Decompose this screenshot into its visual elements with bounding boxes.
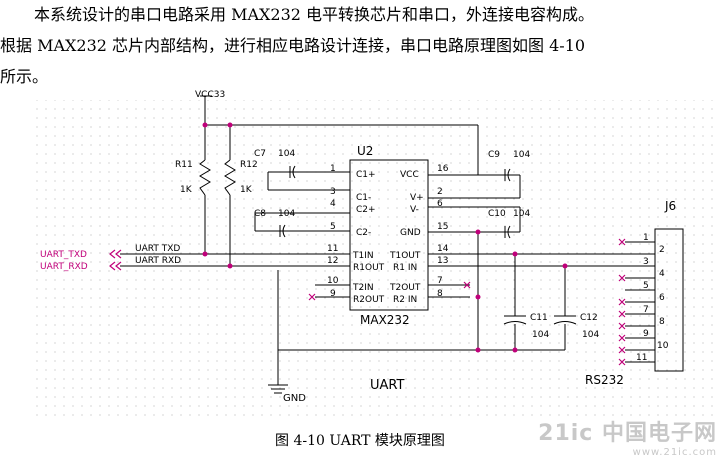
paragraph-line-3: 所示。 — [0, 67, 49, 86]
conn-pin-10: 10 — [657, 341, 669, 351]
c10-label: C10 — [488, 209, 506, 219]
r12-label: R12 — [240, 160, 258, 170]
pin-num-2: 2 — [437, 187, 443, 197]
pin-name-c1m: C1- — [356, 193, 371, 203]
r12-value: 1K — [240, 185, 253, 195]
pin-name-vplus: V+ — [410, 193, 424, 203]
paragraph-line-2: 根据 MAX232 芯片内部结构，进行相应电路设计连接，串口电路原理图如图 4-… — [0, 36, 586, 55]
conn-pin-8: 8 — [659, 317, 665, 327]
c7-label: C7 — [254, 149, 266, 159]
block-label: UART — [370, 378, 404, 393]
pin-num-16: 16 — [437, 164, 449, 174]
chip-ref: U2 — [357, 144, 373, 158]
pin-num-15: 15 — [437, 222, 448, 232]
conn-pin-2: 2 — [659, 245, 665, 255]
pin-name-t1out: T1OUT — [389, 251, 421, 261]
gnd-label: GND — [283, 393, 306, 404]
pin-name-r1out: R1OUT — [353, 263, 385, 273]
pin-num-9: 9 — [330, 289, 336, 299]
net-rx-small: UART RXD — [135, 256, 181, 266]
pin-num-11: 11 — [327, 244, 338, 254]
pin-name-r1in: R1 IN — [393, 263, 417, 273]
c8-value: 104 — [278, 209, 295, 219]
net-rx-label: UART_RXD — [40, 262, 88, 272]
c9-value: 104 — [513, 150, 530, 160]
c12-label: C12 — [580, 313, 598, 323]
pin-num-7: 7 — [437, 276, 443, 286]
pin-num-12: 12 — [327, 256, 338, 266]
pin-num-4: 4 — [330, 199, 336, 209]
c12-value: 104 — [582, 330, 599, 340]
pin-name-c2m: C2- — [356, 228, 371, 238]
c11-label: C11 — [530, 313, 548, 323]
c7-value: 104 — [278, 149, 295, 159]
c8-label: C8 — [254, 209, 266, 219]
r11-label: R11 — [175, 160, 193, 170]
pin-num-6: 6 — [437, 199, 443, 209]
pin-num-14: 14 — [437, 244, 449, 254]
pin-num-3: 3 — [330, 187, 336, 197]
r11-value: 1K — [180, 185, 193, 195]
conn-pin-11: 11 — [636, 353, 647, 363]
chip-name: MAX232 — [360, 313, 410, 327]
conn-pin-4: 4 — [659, 269, 665, 279]
pin-name-vcc: VCC — [400, 170, 419, 180]
pin-name-gnd: GND — [400, 228, 421, 238]
pin-num-1: 1 — [330, 164, 336, 174]
pin-name-vminus: V- — [410, 205, 419, 215]
conn-pin-9: 9 — [643, 329, 649, 339]
pin-name-c2p: C2+ — [356, 205, 376, 215]
connector-name: RS232 — [585, 373, 624, 387]
net-tx-label: UART_TXD — [40, 250, 87, 260]
pin-name-r2out: R2OUT — [353, 295, 385, 305]
conn-pin-6: 6 — [659, 293, 665, 303]
pin-num-13: 13 — [437, 256, 448, 266]
pin-name-t2in: T2IN — [352, 283, 374, 293]
connector-ref: J6 — [664, 199, 676, 213]
net-tx-small: UART TXD — [135, 244, 180, 254]
pin-num-5: 5 — [330, 222, 336, 232]
conn-pin-1: 1 — [643, 233, 649, 243]
conn-pin-3: 3 — [643, 257, 649, 267]
figure-caption: 图 4-10 UART 模块原理图 — [275, 433, 445, 449]
conn-pin-7: 7 — [643, 305, 649, 315]
pin-name-r2in: R2 IN — [393, 295, 417, 305]
pin-name-t2out: T2OUT — [389, 283, 421, 293]
paragraph-line-1: 本系统设计的串口电路采用 MAX232 电平转换芯片和串口，外连接电容构成。 — [34, 5, 595, 24]
c10-value: 104 — [513, 209, 530, 219]
conn-pin-5: 5 — [643, 281, 649, 291]
vcc-label: VCC33 — [195, 90, 225, 100]
c11-value: 104 — [532, 330, 549, 340]
pin-name-c1p: C1+ — [356, 170, 376, 180]
watermark-logo: 21ic 中国电子网 www.21ic.com — [538, 421, 717, 458]
c9-label: C9 — [488, 150, 500, 160]
pin-name-t1in: T1IN — [352, 251, 374, 261]
pin-num-8: 8 — [437, 289, 443, 299]
pin-num-10: 10 — [327, 276, 339, 286]
